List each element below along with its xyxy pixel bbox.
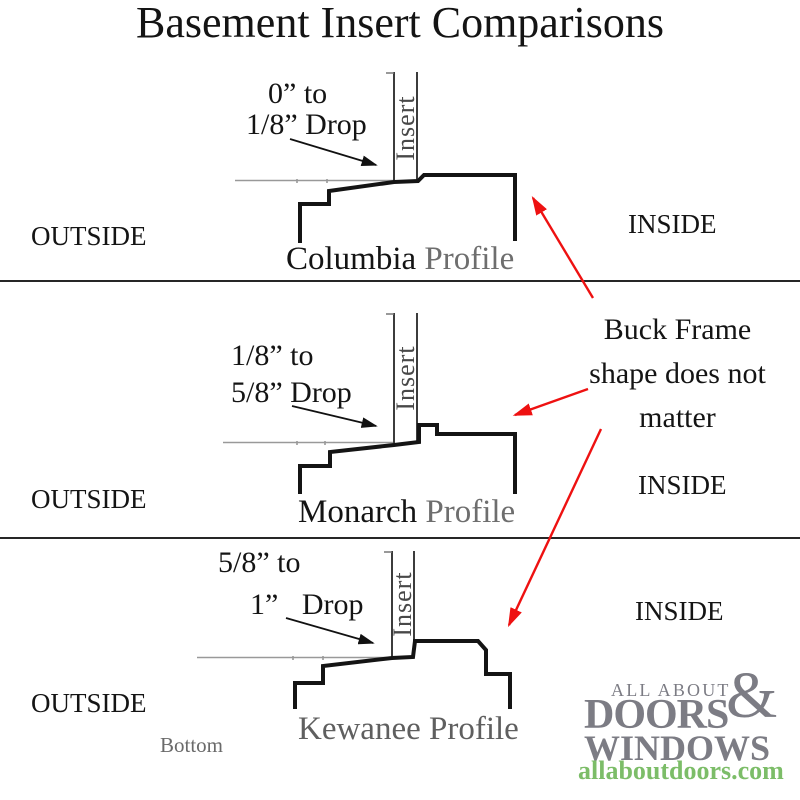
drop-label-kewanee-line1: 5/8” to: [218, 546, 301, 579]
logo-windows: WINDOWS: [584, 728, 771, 768]
profile-word-monarch: Profile: [425, 494, 516, 530]
logo-ampersand-icon: &: [726, 659, 778, 732]
logo-all-about: ALL ABOUT: [611, 680, 731, 700]
drop-label-columbia-line1: 0” to: [268, 77, 328, 110]
logo-doors: DOORS: [584, 692, 729, 738]
inside-label-monarch: INSIDE: [638, 470, 727, 500]
profile-word-kewanee: Profile: [429, 711, 519, 747]
profile-outline-monarch: [298, 423, 517, 494]
sill-line-columbia: [235, 179, 393, 183]
profile-name-columbia: Columbia: [286, 241, 417, 277]
profile-caption-monarch: Monarch Profile: [298, 495, 515, 530]
buck-frame-arrow-kewanee: [507, 428, 603, 628]
outside-label-kewanee: OUTSIDE: [31, 688, 147, 718]
buck-frame-arrow-columbia: [531, 195, 595, 299]
buck-frame-arrow-monarch: [512, 387, 589, 417]
all-about-doors-windows-logo: ALL ABOUT & DOORS WINDOWS allaboutdoors.…: [578, 659, 796, 796]
drop-arrow-kewanee: [285, 617, 375, 645]
drop-label-monarch-line1: 1/8” to: [231, 339, 314, 372]
profile-caption-columbia: Columbia Profile: [286, 242, 514, 277]
buck-frame-note-line1: Buck Frame: [603, 313, 752, 346]
buck-frame-note-line2: shape does not: [589, 357, 766, 390]
insert-label-kewanee: Insert: [388, 571, 417, 637]
profile-outline-kewanee: [293, 639, 512, 709]
buck-frame-note-line3: matter: [639, 401, 716, 434]
inside-label-columbia: INSIDE: [628, 209, 717, 239]
insert-column-columbia: [393, 72, 418, 181]
drop-label-columbia-line2: 1/8” Drop: [246, 108, 367, 141]
drop-arrow-monarch: [291, 405, 378, 428]
drop-arrow-columbia: [289, 138, 378, 167]
inside-label-kewanee: INSIDE: [635, 596, 724, 626]
insert-column-monarch: [393, 313, 418, 443]
sill-line-monarch: [223, 441, 393, 445]
profile-caption-kewanee: Kewanee Profile: [298, 712, 519, 747]
buck-frame-note: Buck Frame shape does not matter: [560, 308, 795, 440]
sill-line-kewanee: [197, 656, 390, 660]
profile-outline-columbia: [298, 173, 517, 243]
drop-label-monarch-line2: 5/8” Drop: [231, 376, 352, 409]
profile-name-monarch: Monarch: [298, 494, 418, 530]
drop-label-kewanee-line2: 1” Drop: [250, 588, 364, 621]
insert-label-columbia: Insert: [391, 95, 420, 161]
profile-name-kewanee: Kewanee: [298, 711, 421, 747]
outside-label-columbia: OUTSIDE: [31, 221, 147, 251]
profile-word-columbia: Profile: [424, 241, 515, 277]
insert-label-monarch: Insert: [391, 345, 420, 411]
page-title: Basement Insert Comparisons: [136, 0, 664, 47]
outside-label-monarch: OUTSIDE: [31, 484, 147, 514]
logo-website-url: allaboutdoors.com: [578, 756, 784, 785]
bottom-label: Bottom: [160, 733, 224, 757]
